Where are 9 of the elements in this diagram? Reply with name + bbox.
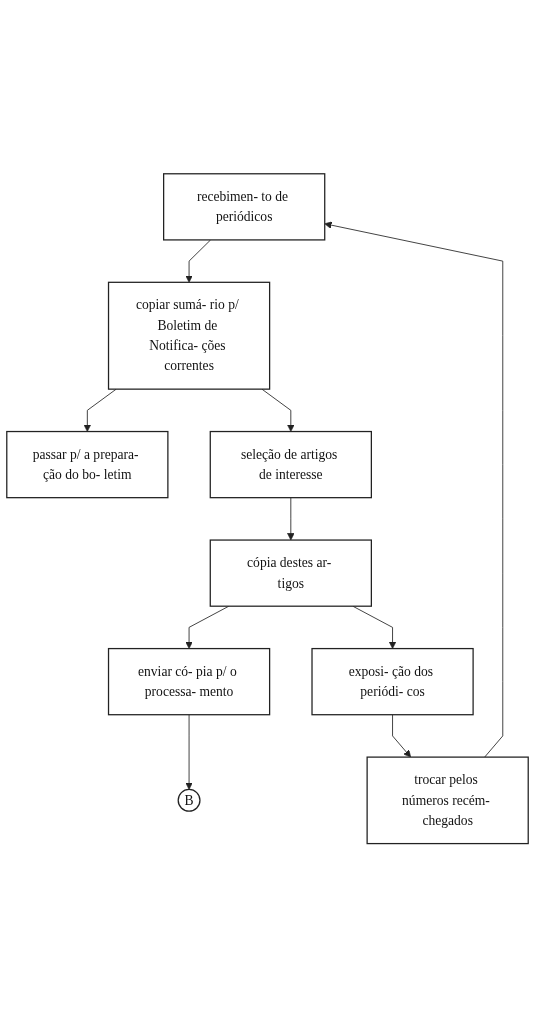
node-box: exposi- ção dos periódi- cos (311, 648, 474, 716)
node-box: recebimen- to de periódicos (163, 173, 326, 241)
node-box: enviar có- pia p/ o processa- mento (107, 648, 271, 716)
node-box: copiar sumá- rio p/ Boletim de Notifica- ções correntes (107, 282, 271, 391)
node-box: cópia destes ar- tigos (209, 539, 372, 608)
node-box: passar p/ a prepara- ção do bo- letim (6, 431, 169, 499)
node-box: seleção de artigos de interesse (209, 431, 372, 499)
node-box: trocar pelos números recém- chegados (366, 756, 529, 845)
node-circle: B (177, 789, 201, 813)
